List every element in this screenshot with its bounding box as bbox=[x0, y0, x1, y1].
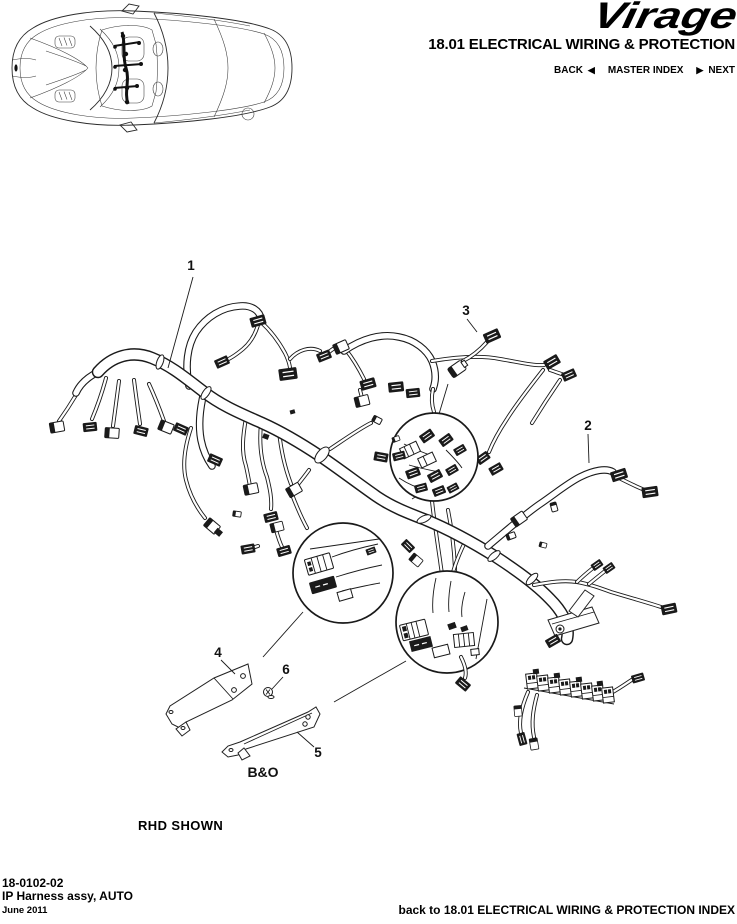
detail-circle-left bbox=[292, 522, 394, 624]
nav-back-link[interactable]: BACK ◀ bbox=[554, 65, 595, 76]
tape-collars bbox=[155, 354, 539, 586]
callout-2: 2 bbox=[584, 418, 592, 433]
callout-3: 3 bbox=[462, 303, 470, 318]
document-date: June 2011 bbox=[2, 905, 48, 916]
back-to-index-link[interactable]: back to 18.01 ELECTRICAL WIRING & PROTEC… bbox=[398, 903, 736, 917]
main-trunk bbox=[72, 348, 574, 646]
lower-right-loom bbox=[532, 558, 679, 616]
nav-back-label: BACK bbox=[554, 65, 583, 76]
section-title: 18.01 ELECTRICAL WIRING & PROTECTION bbox=[428, 36, 735, 53]
header-nav: BACK ◀ MASTER INDEX ▶ NEXT bbox=[554, 65, 735, 76]
connector-pigtail-3 bbox=[447, 327, 503, 379]
callout-5: 5 bbox=[314, 745, 322, 760]
callout-4: 4 bbox=[214, 645, 222, 660]
loom-connectors bbox=[48, 313, 578, 568]
next-arrow-icon: ▶ bbox=[696, 65, 704, 75]
back-arrow-icon: ◀ bbox=[587, 65, 595, 75]
variant-note: RHD SHOWN bbox=[138, 818, 224, 833]
virage-logo: Virage bbox=[589, 0, 737, 36]
seat-right bbox=[121, 78, 145, 104]
seat-left bbox=[121, 36, 145, 62]
detail-circle-bottom bbox=[395, 570, 499, 693]
fuel-cap bbox=[241, 107, 255, 121]
mirror-right bbox=[119, 121, 138, 133]
callout-6: 6 bbox=[282, 662, 290, 677]
mirror-left bbox=[121, 3, 140, 15]
branch-wires bbox=[57, 376, 468, 587]
front-badge bbox=[14, 64, 18, 72]
bo-label: B&O bbox=[247, 764, 278, 780]
document-number: 18-0102-02 bbox=[2, 876, 64, 890]
bracket-4 bbox=[165, 663, 253, 737]
fusebox-assembly bbox=[513, 589, 646, 751]
callout-1: 1 bbox=[187, 258, 195, 273]
bracket-5 bbox=[221, 706, 321, 761]
car-top-view-figure bbox=[11, 3, 293, 133]
nav-next-link[interactable]: ▶ NEXT bbox=[696, 65, 735, 76]
detail-circle-top bbox=[389, 412, 479, 502]
nav-master-index-label: MASTER INDEX bbox=[607, 65, 684, 76]
hood-vent-right bbox=[54, 89, 76, 103]
harness-illustration bbox=[48, 276, 679, 761]
leader-lines bbox=[167, 276, 590, 748]
fuse-strip bbox=[523, 668, 615, 705]
callout-labels: 1 2 3 4 5 6 B&O bbox=[187, 258, 592, 780]
part-name: IP Harness assy, AUTO bbox=[2, 889, 133, 903]
nav-master-index-link[interactable]: MASTER INDEX bbox=[608, 65, 684, 76]
screw-6 bbox=[263, 687, 275, 699]
branch-2 bbox=[484, 466, 660, 550]
hood-vent-left bbox=[54, 35, 76, 49]
upper-branch-loops bbox=[183, 302, 567, 454]
harness-location-highlight bbox=[113, 31, 143, 105]
nav-next-label: NEXT bbox=[708, 65, 735, 76]
